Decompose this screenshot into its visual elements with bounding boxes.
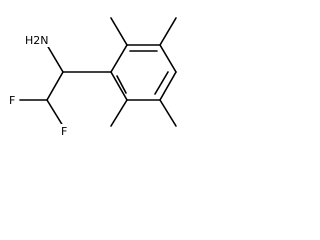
atom-labels: H2N F F	[8, 33, 71, 138]
methyl-bond-3	[159, 99, 177, 127]
fluorine-bottom-label-bg	[60, 124, 71, 138]
ring-bond-6	[110, 71, 128, 101]
ring-bond-3	[159, 44, 177, 73]
fluorine-top-label: F	[9, 94, 15, 107]
fluorine-bottom-label: F	[61, 125, 67, 138]
bond-c2-f-bottom	[46, 99, 64, 127]
amine-label: H2N	[25, 34, 49, 47]
bond-c1-c2	[46, 71, 64, 101]
amine-label-bg	[24, 33, 50, 47]
methyl-bond-4	[110, 99, 128, 127]
methyl-bond-1	[110, 17, 128, 46]
ring-bond-1	[110, 44, 128, 73]
bonds	[19, 17, 177, 127]
molecule-structure: H2N F F	[8, 17, 177, 138]
ring-bond-4	[159, 71, 177, 101]
fluorine-top-label-bg	[8, 93, 19, 107]
methyl-bond-2	[159, 17, 177, 46]
ring-double-2	[154, 71, 169, 95]
bond-c1-nh2	[46, 44, 64, 73]
ring-double-3	[116, 75, 127, 94]
